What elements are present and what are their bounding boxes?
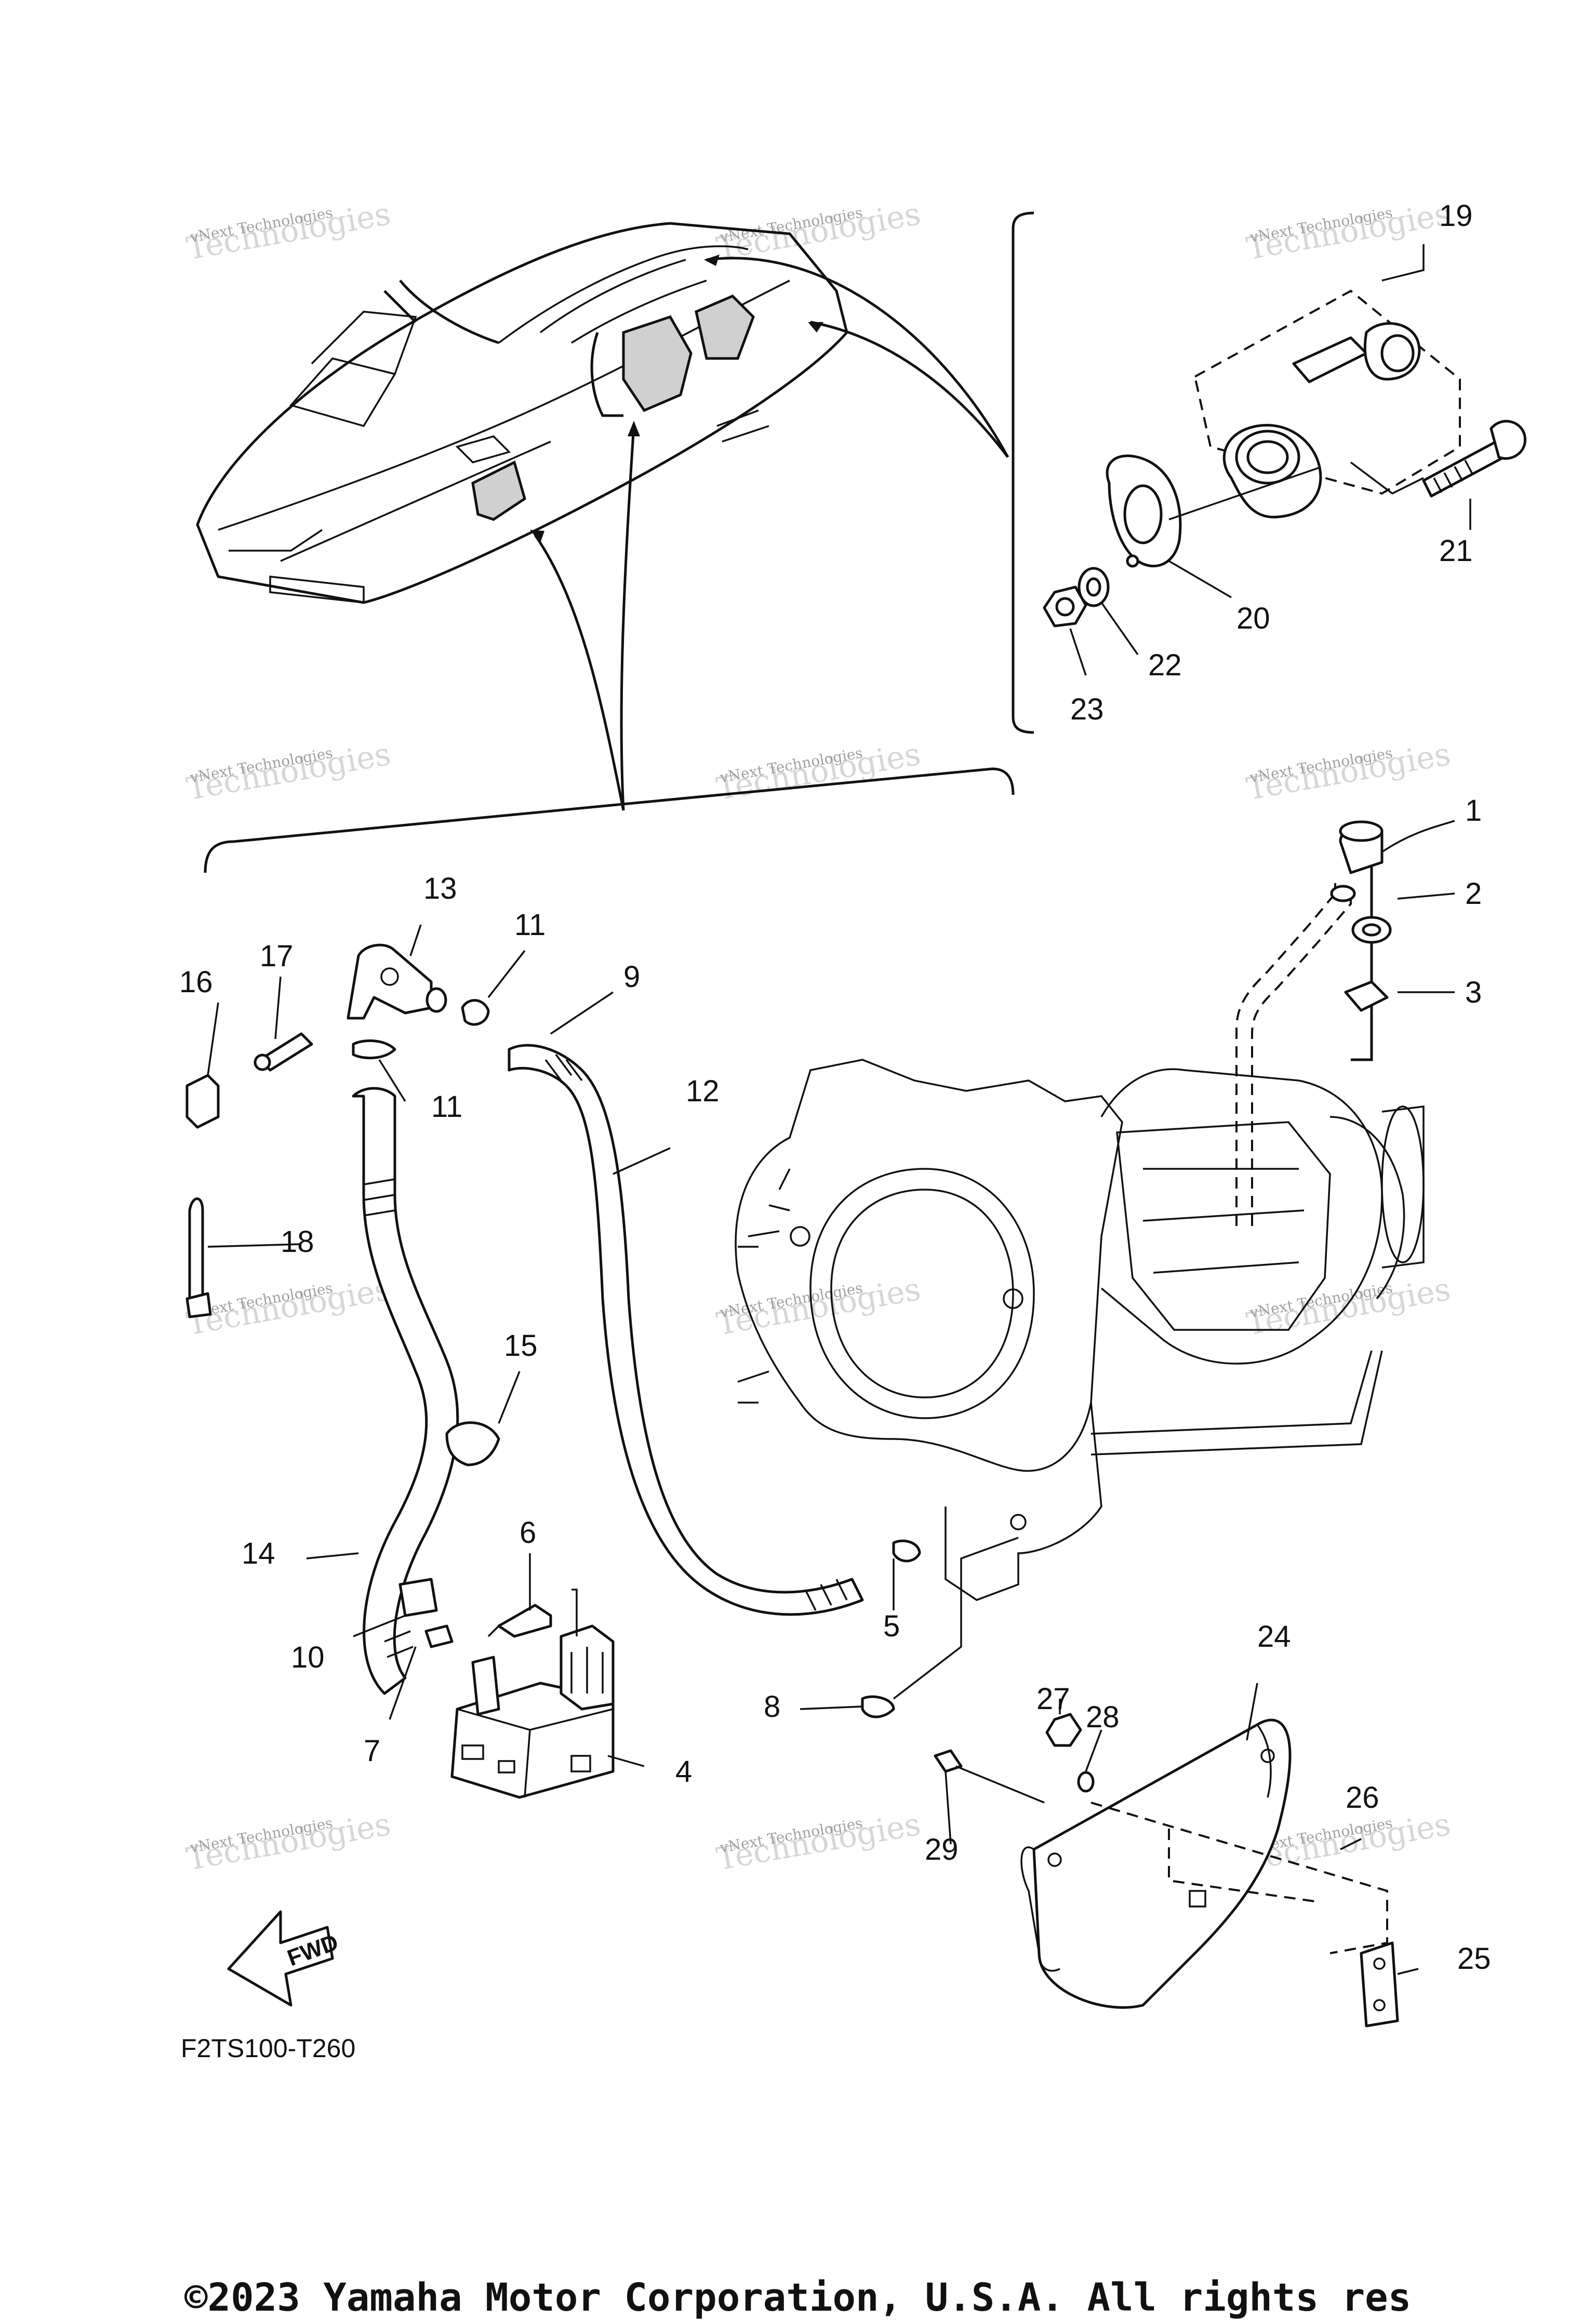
callout-leaders (207, 924, 1419, 1975)
callout-13: 13 (423, 872, 457, 905)
callout-6: 6 (520, 1516, 536, 1550)
clips-and-tie (185, 1032, 313, 1318)
callout-24: 24 (1257, 1620, 1291, 1654)
watermark: Technologies vNext Technologies (184, 736, 393, 808)
highlight-jet-pump (622, 315, 693, 412)
jet-pump-housing (735, 861, 1425, 1601)
callout-20: 20 (1236, 602, 1270, 635)
watercraft-overview (196, 222, 848, 604)
callout-7: 7 (364, 1734, 380, 1768)
watermark: Technologies vNext Technologies (714, 1271, 923, 1343)
callout-11-top: 11 (514, 908, 546, 942)
callout-9: 9 (623, 960, 640, 994)
callout-23: 23 (1070, 692, 1104, 726)
watermark: Technologies vNext Technologies (184, 1271, 393, 1343)
watermark: Technologies vNext Technologies (184, 1806, 393, 1878)
callout-27: 27 (1036, 1682, 1070, 1716)
callout-10: 10 (291, 1641, 325, 1674)
detail-bracket-top-right (1012, 211, 1034, 734)
callout-21: 21 (1439, 534, 1473, 568)
callout-18: 18 (281, 1225, 314, 1259)
drain-plug-assembly (1043, 244, 1526, 676)
callout-1: 1 (1465, 794, 1482, 828)
callout-labels: 1 2 3 4 5 6 7 8 9 10 11 11 12 13 14 15 1… (179, 199, 1491, 1976)
detail-bracket-bottom (204, 767, 1015, 873)
callout-29: 29 (925, 1833, 959, 1866)
callout-17: 17 (260, 939, 294, 973)
bilge-hoses (347, 943, 864, 1695)
drain-fittings (1339, 820, 1455, 1012)
callout-22: 22 (1148, 648, 1182, 682)
forward-arrow: FWD (227, 1910, 342, 2007)
watermark: Technologies vNext Technologies (714, 736, 923, 808)
figure-code: F2TS100-T260 (181, 2034, 355, 2063)
watermark: Technologies vNext Technologies (1244, 736, 1453, 808)
overview-leaders (530, 255, 1009, 811)
callout-26: 26 (1346, 1781, 1379, 1815)
watermark: Technologies vNext Technologies (184, 196, 393, 268)
highlight-intake (695, 295, 755, 360)
callout-16: 16 (179, 965, 213, 999)
callout-28: 28 (1086, 1700, 1120, 1734)
bottom-cover (934, 1683, 1399, 2028)
callout-5: 5 (883, 1609, 900, 1643)
highlight-bilge-box (471, 460, 526, 521)
watermark: Technologies vNext Technologies (1244, 1271, 1453, 1343)
watermark: Technologies vNext Technologies (1244, 196, 1453, 268)
callout-2: 2 (1465, 877, 1482, 911)
callout-25: 25 (1457, 1942, 1491, 1976)
callout-14: 14 (242, 1537, 275, 1570)
callout-12: 12 (686, 1074, 720, 1108)
callout-3: 3 (1465, 976, 1482, 1009)
callout-11-bottom: 11 (431, 1090, 462, 1124)
callout-15: 15 (504, 1329, 538, 1363)
bilge-box (450, 1537, 1019, 1799)
callout-8: 8 (764, 1690, 780, 1724)
copyright-notice: ©2023 Yamaha Motor Corporation, U.S.A. A… (184, 2275, 1412, 2320)
watermark: Technologies vNext Technologies (714, 1806, 923, 1878)
callout-19: 19 (1439, 199, 1473, 233)
callout-4: 4 (675, 1755, 692, 1789)
